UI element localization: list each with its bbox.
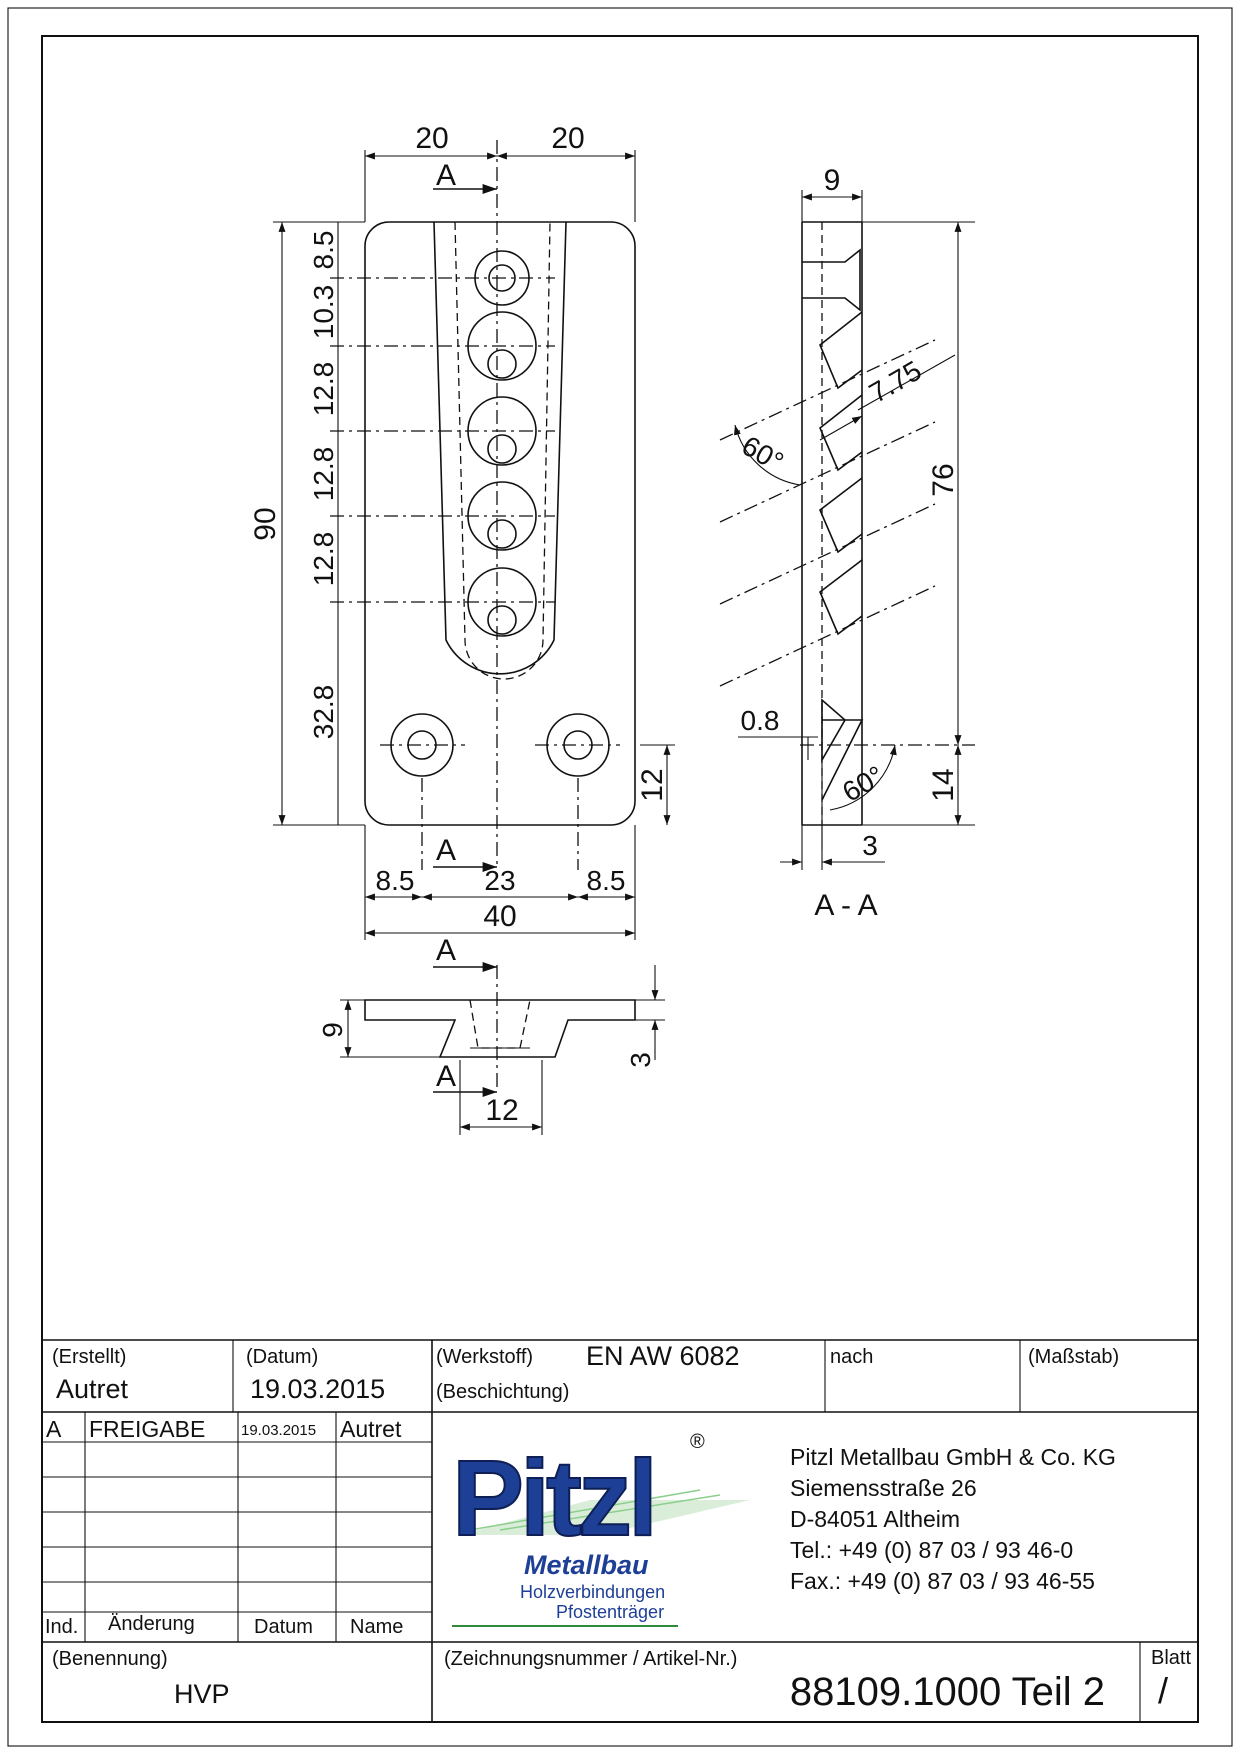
logo-sub: Metallbau: [524, 1550, 649, 1580]
date-value: 19.03.2015: [250, 1374, 385, 1404]
coating-label: (Beschichtung): [436, 1381, 569, 1403]
company-tel: Tel.: +49 (0) 87 03 / 93 46-0: [790, 1537, 1073, 1563]
dim-chain-5: 12.8: [308, 532, 339, 587]
company-logo: Pitzl ® Metallbau Holzverbindungen Pfost…: [451, 1431, 750, 1627]
after-label: nach: [830, 1346, 873, 1368]
drawing-no-label: (Zeichnungsnummer / Artikel-Nr.): [444, 1648, 737, 1670]
section-mark-bottom: A: [436, 834, 456, 867]
sec-dim-lower: 14: [927, 768, 960, 801]
rev-header-name: Name: [350, 1616, 403, 1638]
sec-dim-height: 76: [927, 463, 960, 496]
date-label: (Datum): [246, 1346, 318, 1368]
logo-line1: Holzverbindungen: [520, 1582, 665, 1602]
dim-bottom-left: 8.5: [376, 865, 415, 896]
rev-name: Autret: [340, 1416, 402, 1442]
dim-chain-1: 8.5: [308, 231, 339, 270]
rev-header-date: Datum: [254, 1616, 313, 1638]
plate-outline: [364, 221, 636, 826]
dim-bottom-right: 8.5: [587, 865, 626, 896]
company-name: Pitzl Metallbau GmbH & Co. KG: [790, 1444, 1116, 1470]
drawing-frame: [41, 35, 1199, 1723]
section-view: 9 76 14 7.75 60° 0.8 60° 3 A - A: [719, 164, 975, 922]
created-label: (Erstellt): [52, 1346, 126, 1368]
rev-ind: A: [46, 1416, 62, 1442]
bv-dim-depth: 3: [625, 1052, 656, 1068]
title-block: (Erstellt) Autret (Datum) 19.03.2015 (We…: [42, 1339, 1198, 1722]
bv-section-top: A: [436, 934, 456, 967]
bv-dim-height: 9: [317, 1022, 348, 1038]
material-value: EN AW 6082: [586, 1341, 740, 1371]
dim-chain-6: 32.8: [308, 685, 339, 740]
sheet-value: /: [1158, 1670, 1168, 1711]
name-label: (Benennung): [52, 1648, 168, 1670]
dim-total-height: 90: [249, 507, 282, 540]
company-fax: Fax.: +49 (0) 87 03 / 93 46-55: [790, 1568, 1095, 1594]
section-title: A - A: [814, 889, 877, 922]
sheet-label: Blatt: [1151, 1647, 1191, 1669]
company-street: Siemensstraße 26: [790, 1475, 977, 1501]
rev-header-change: Änderung: [108, 1613, 195, 1635]
bottom-view: A A 9 3 12: [317, 934, 665, 1135]
sec-dim-bottom: 3: [862, 830, 878, 861]
dim-chain-2: 10.3: [308, 285, 339, 340]
sheet-border: [7, 7, 1233, 1747]
sec-angle-upper: 60°: [737, 430, 789, 478]
logo-brand: Pitzl: [452, 1437, 654, 1558]
sec-dim-top: 9: [824, 164, 841, 197]
rev-date: 19.03.2015: [241, 1422, 316, 1439]
bv-section-bottom: A: [436, 1060, 456, 1093]
company-city: D-84051 Altheim: [790, 1506, 960, 1532]
logo-line2: Pfostenträger: [556, 1602, 664, 1622]
material-label: (Werkstoff): [436, 1346, 533, 1368]
sec-dim-offset: 0.8: [741, 705, 780, 736]
scale-label: (Maßstab): [1028, 1346, 1119, 1368]
dim-chain-3: 12.8: [308, 362, 339, 417]
dim-top-left: 20: [415, 122, 448, 155]
bv-dim-width: 12: [485, 1094, 518, 1127]
name-value: HVP: [174, 1679, 230, 1709]
dim-top-right: 20: [551, 122, 584, 155]
sec-angle-lower: 60°: [837, 760, 889, 808]
section-mark-top: A: [436, 159, 456, 192]
rev-header-ind: Ind.: [45, 1616, 78, 1638]
dim-total-width: 40: [483, 900, 516, 933]
dim-chain-4: 12.8: [308, 447, 339, 502]
drawing-no-value: 88109.1000 Teil 2: [790, 1670, 1105, 1714]
logo-registered: ®: [690, 1431, 705, 1453]
rev-change: FREIGABE: [89, 1416, 205, 1442]
dim-bottom-mid: 23: [484, 865, 515, 896]
dim-right-height: 12: [636, 768, 669, 801]
created-value: Autret: [56, 1374, 129, 1404]
front-view: 20 20 A 90 8.5 10.3 12.8 12.8 12.8 32.8 …: [249, 122, 675, 940]
